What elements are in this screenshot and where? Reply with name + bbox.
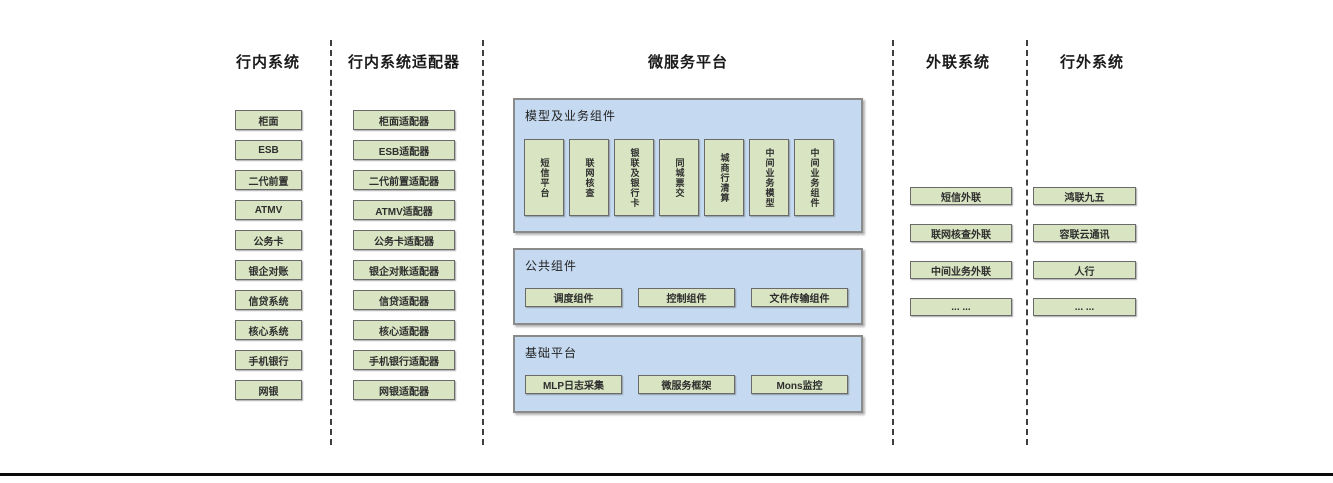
model-component-box: 同城票交	[659, 139, 699, 216]
adapter-box: ATMV适配器	[353, 200, 455, 220]
model-component-box: 联网核查	[569, 139, 609, 216]
common-components-panel: 公共组件 调度组件控制组件文件传输组件	[513, 248, 863, 325]
outreach-system-box: 中间业务外联	[910, 261, 1012, 279]
base-platform-panel: 基础平台 MLP日志采集微服务框架 Mons监控	[513, 335, 863, 413]
model-component-box: 短信平台	[524, 139, 564, 216]
model-business-components-panel: 模型及业务组件 短信平台联网核查银联及银行卡同城票交城商行清算中间业务模型中间业…	[513, 98, 863, 233]
adapter-box: 信贷适配器	[353, 290, 455, 310]
internal-system-box: ESB	[235, 140, 302, 160]
external-system-box: 容联云通讯	[1033, 224, 1136, 242]
column-title-outreach-systems: 外联系统	[925, 54, 990, 71]
internal-system-box: 二代前置	[235, 170, 302, 190]
common-component-box: 控制组件	[638, 288, 735, 307]
base-components-row: MLP日志采集微服务框架 Mons监控	[525, 375, 848, 394]
internal-system-box: 核心系统	[235, 320, 302, 340]
column-title-internal-adapters: 行内系统适配器	[347, 54, 460, 71]
external-system-box: ... ...	[1033, 298, 1136, 316]
model-panel-label: 模型及业务组件	[525, 109, 617, 123]
internal-adapters-list: 柜面适配器 ESB适配器二代前置适配器 ATMV适配器公务卡适配器银企对账适配器信贷…	[353, 110, 455, 400]
bottom-divider-line	[0, 473, 1333, 476]
adapter-box: 公务卡适配器	[353, 230, 455, 250]
external-systems-list: 鸿联九五容联云通讯人行 ... ...	[1033, 187, 1136, 316]
base-panel-label: 基础平台	[525, 346, 578, 360]
internal-systems-list: 柜面 ESB 二代前置 ATMV 公务卡银企对账信贷系统核心系统手机银行网银	[235, 110, 302, 400]
internal-system-box: 银企对账	[235, 260, 302, 280]
column-title-internal-systems: 行内系统	[235, 54, 300, 71]
outreach-system-box: ... ...	[910, 298, 1012, 316]
adapter-box: 银企对账适配器	[353, 260, 455, 280]
base-component-box: MLP日志采集	[525, 375, 622, 394]
common-component-box: 文件传输组件	[751, 288, 848, 307]
model-component-box: 中间业务组件	[794, 139, 834, 216]
external-system-box: 鸿联九五	[1033, 187, 1136, 205]
adapter-box: 核心适配器	[353, 320, 455, 340]
dashed-separator-3	[892, 40, 894, 445]
adapter-box: 柜面适配器	[353, 110, 455, 130]
dashed-separator-2	[482, 40, 484, 445]
dashed-separator-4	[1026, 40, 1028, 445]
column-title-external-systems: 行外系统	[1059, 54, 1124, 71]
model-components-row: 短信平台联网核查银联及银行卡同城票交城商行清算中间业务模型中间业务组件	[524, 139, 834, 216]
outreach-system-box: 短信外联	[910, 187, 1012, 205]
base-component-box: 微服务框架	[638, 375, 735, 394]
internal-system-box: 柜面	[235, 110, 302, 130]
common-components-row: 调度组件控制组件文件传输组件	[525, 288, 848, 307]
adapter-box: 网银适配器	[353, 380, 455, 400]
adapter-box: ESB适配器	[353, 140, 455, 160]
base-component-box: Mons监控	[751, 375, 848, 394]
internal-system-box: 信贷系统	[235, 290, 302, 310]
column-title-microservice-platform: 微服务平台	[647, 54, 728, 71]
model-component-box: 城商行清算	[704, 139, 744, 216]
model-component-box: 银联及银行卡	[614, 139, 654, 216]
outreach-systems-list: 短信外联联网核查外联中间业务外联 ... ...	[910, 187, 1012, 316]
internal-system-box: 公务卡	[235, 230, 302, 250]
adapter-box: 二代前置适配器	[353, 170, 455, 190]
internal-system-box: ATMV	[235, 200, 302, 220]
dashed-separator-1	[330, 40, 332, 445]
adapter-box: 手机银行适配器	[353, 350, 455, 370]
common-panel-label: 公共组件	[525, 259, 578, 273]
external-system-box: 人行	[1033, 261, 1136, 279]
internal-system-box: 手机银行	[235, 350, 302, 370]
internal-system-box: 网银	[235, 380, 302, 400]
model-component-box: 中间业务模型	[749, 139, 789, 216]
common-component-box: 调度组件	[525, 288, 622, 307]
outreach-system-box: 联网核查外联	[910, 224, 1012, 242]
